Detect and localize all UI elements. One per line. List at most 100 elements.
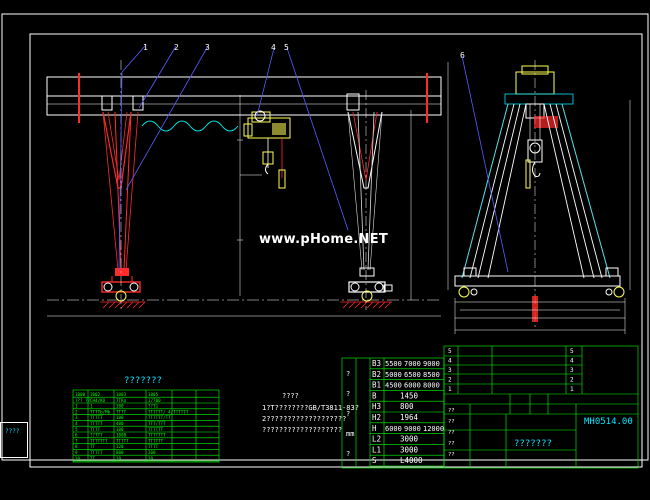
leader-lines	[118, 45, 349, 271]
parts-cell: TTTTT	[116, 438, 129, 443]
parts-cell: 5	[75, 427, 78, 432]
title-parts-number-right: 1	[570, 386, 574, 393]
balloon-4: 4	[271, 43, 276, 52]
title-sub-label: ??	[448, 430, 455, 436]
title-parts-number: 4	[448, 358, 452, 365]
dim-key: B	[372, 391, 377, 400]
dim-left-mark: ?	[346, 450, 350, 458]
dim-value: 5000	[385, 371, 402, 379]
drawing-title: ???????	[514, 439, 552, 449]
parts-cell: 9	[75, 450, 78, 455]
parts-cell: TTT/TTT	[148, 421, 166, 426]
parts-cell: 10	[148, 456, 154, 461]
balloon-6: 6	[460, 51, 465, 60]
title-block-sub-labels: ??????????	[448, 408, 455, 458]
notes-title: ????	[282, 392, 299, 400]
balloon-numbers: 1 2 3 4 5 6	[143, 43, 465, 60]
parts-cell: CH4/KO	[90, 398, 106, 403]
title-parts-number: 1	[448, 386, 452, 393]
balloon-2: 2	[174, 43, 179, 52]
dim-value: 4500	[385, 382, 402, 390]
title-sub-label: ??	[448, 419, 455, 425]
parts-cell: TTTTTTT	[148, 433, 166, 438]
title-sub-label: ??	[448, 408, 455, 414]
parts-cell: ??? ??	[75, 398, 91, 403]
parts-cell: 320	[116, 444, 124, 449]
note-line-2: 2???????????????????	[262, 415, 346, 423]
inner-frame	[29, 33, 643, 468]
parts-cell: 17700	[148, 398, 161, 403]
dim-left-mark: mm	[346, 430, 354, 438]
parts-cell: TTTTTT	[148, 427, 164, 432]
parts-cell: TTTT	[148, 444, 159, 449]
balloon-3: 3	[205, 43, 210, 52]
parts-cell: TTTTTT	[148, 438, 164, 443]
dim-value: 5500	[385, 360, 402, 368]
title-parts-number: 2	[448, 377, 452, 384]
parts-cell: TTTTT	[90, 415, 103, 420]
dim-value: 8500	[423, 371, 440, 379]
side-stamp-text: ????	[5, 428, 20, 435]
parts-cell: 100	[116, 415, 124, 420]
parts-cell: 1002	[90, 392, 101, 397]
dim-value: 6500	[404, 371, 421, 379]
balloon-5: 5	[284, 43, 289, 52]
parts-cell: 8	[75, 444, 78, 449]
parts-cell: 10	[116, 456, 122, 461]
parts-cell: TTTTT	[90, 450, 103, 455]
title-parts-number-right: 5	[570, 348, 574, 355]
title-block-grid	[443, 345, 639, 469]
side-stamp-box: ????	[0, 422, 28, 458]
parts-cell: 6	[75, 433, 78, 438]
parts-cell: TTTTTTT	[90, 438, 108, 443]
parts-cell: 800	[116, 450, 124, 455]
title-parts-number: 5	[448, 348, 452, 355]
front-dimensions	[47, 95, 441, 317]
dim-value: 3000	[400, 445, 419, 454]
dim-value: L4000	[400, 456, 423, 465]
title-parts-number-right: 4	[570, 358, 574, 365]
parts-cell: 7	[75, 438, 78, 443]
dim-value: 6000	[404, 382, 421, 390]
title-parts-number-right: 2	[570, 377, 574, 384]
ground-hatch-left	[100, 301, 146, 309]
dimension-table-left-marks: ???mm?	[346, 370, 354, 458]
dim-value: 800	[400, 402, 414, 411]
dim-value: 12000	[423, 425, 444, 433]
parts-cell: 2	[75, 409, 78, 414]
dim-key: B1	[372, 381, 381, 390]
dim-value: 7000	[404, 360, 421, 368]
balloon-1: 1	[143, 43, 148, 52]
title-sub-label: ??	[448, 441, 455, 447]
parts-cell: ??TTT	[90, 433, 103, 438]
title-parts-number-right: 3	[570, 367, 574, 374]
dim-value: 3000	[400, 435, 419, 444]
dim-key: B2	[372, 370, 381, 379]
title-sub-label: ??	[448, 452, 455, 458]
dim-key: H	[372, 424, 377, 433]
parts-cell: TTTT	[90, 427, 101, 432]
left-leg	[101, 111, 141, 302]
parts-cell: 1000	[75, 392, 86, 397]
note-line-3: ???????????????????	[262, 426, 342, 434]
festoon-cable	[141, 120, 239, 132]
dim-left-mark: ?	[346, 390, 350, 398]
dim-value: 1450	[400, 391, 419, 400]
parts-cell: TTRo	[116, 398, 127, 403]
drawing-number: MH0514.00	[584, 417, 633, 427]
dim-key: H3	[372, 402, 381, 411]
title-parts-number: 3	[448, 367, 452, 374]
outer-frame	[1, 13, 649, 461]
dim-key: L1	[372, 445, 381, 454]
technical-notes: ???? 1?T????????GB/T3811-83? 2??????????…	[262, 392, 359, 434]
watermark: www.pHome.NET	[259, 232, 389, 247]
parts-cell: TTTTTT/ 4/TTTTTT	[148, 409, 189, 414]
dim-left-mark: ?	[346, 410, 350, 418]
front-elevation-view	[46, 45, 442, 317]
parts-cell: 1003	[116, 392, 127, 397]
dim-value: 1964	[400, 413, 419, 422]
